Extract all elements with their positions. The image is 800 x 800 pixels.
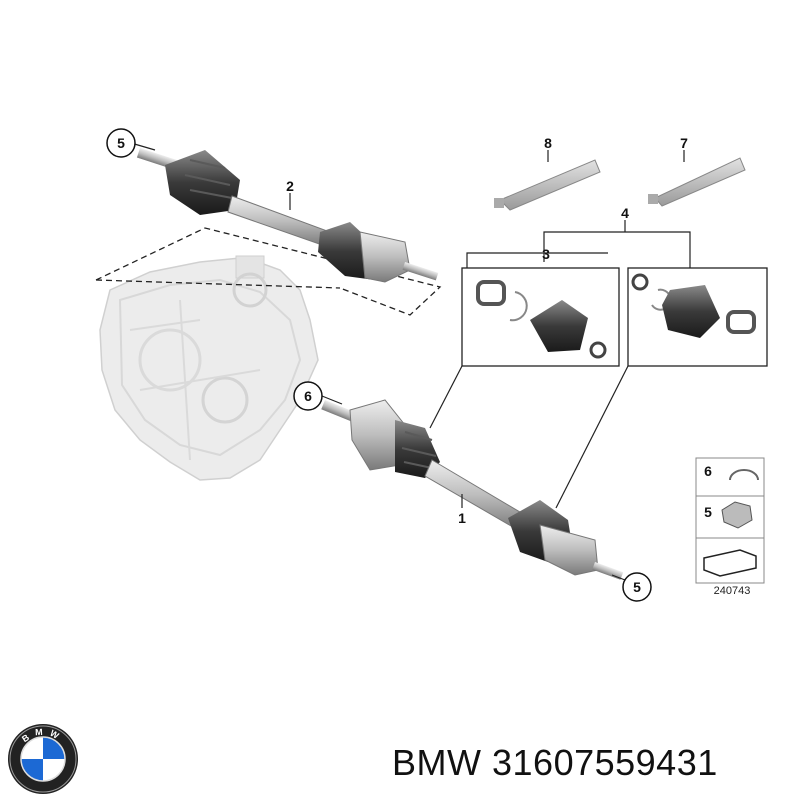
nut-icon (721, 501, 753, 529)
circlip-icon (729, 469, 759, 481)
legend-item-6: 6 (704, 463, 712, 479)
label-4: 4 (621, 205, 629, 221)
label-8: 8 (544, 135, 552, 151)
bmw-logo: BMW (8, 724, 78, 794)
drive-shaft-lower (321, 399, 624, 580)
callout-5-bottom: 5 (622, 572, 652, 602)
svg-text:6: 6 (304, 388, 312, 404)
callout-6: 6 (293, 381, 323, 411)
arrow-icon (703, 549, 757, 577)
label-3: 3 (542, 246, 550, 262)
drive-shaft-upper (136, 148, 439, 283)
repair-kit-box-4 (627, 267, 768, 367)
grease-tube-7 (648, 157, 746, 207)
repair-kit-box-3 (461, 267, 620, 367)
legend-box: 6 5 240743 (695, 457, 765, 597)
part-caption: BMW 31607559431 (392, 742, 718, 784)
grease-tube-8 (494, 159, 601, 211)
svg-text:5: 5 (633, 579, 641, 595)
callout-5-top: 5 (106, 128, 136, 158)
legend-item-5: 5 (704, 504, 712, 520)
label-7: 7 (680, 135, 688, 151)
part-number: 31607559431 (492, 742, 718, 783)
label-2: 2 (286, 178, 294, 194)
label-1: 1 (458, 510, 466, 526)
transmission-housing (99, 255, 319, 481)
brand-name: BMW (392, 742, 482, 783)
svg-text:5: 5 (117, 135, 125, 151)
assembly-bracket (95, 227, 442, 316)
reference-number: 240743 (714, 585, 751, 597)
callout-leaders (130, 142, 691, 581)
